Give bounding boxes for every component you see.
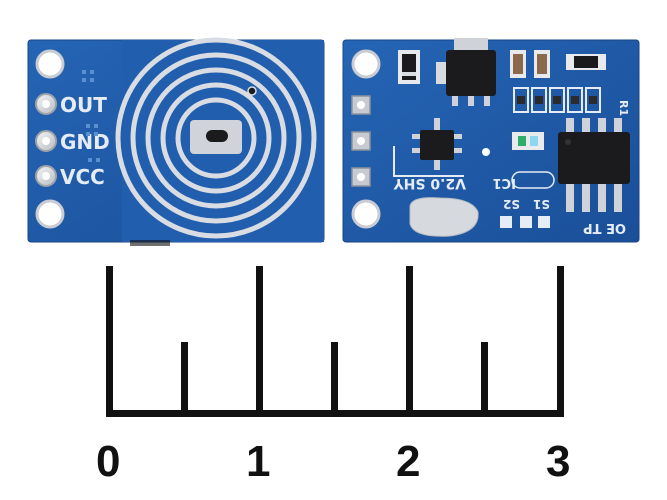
sop8-chip xyxy=(558,118,630,212)
touch-sensor-center xyxy=(190,120,242,154)
pad-out xyxy=(35,93,57,115)
silk-ic1: IC1 xyxy=(493,175,516,190)
transistor xyxy=(446,38,496,106)
left-touch-board: OUT GND VCC xyxy=(27,37,325,246)
silk-oe-tp: OE TP xyxy=(583,220,626,235)
mounting-hole xyxy=(351,199,381,229)
pad-gnd xyxy=(35,130,57,152)
touch-ic xyxy=(412,118,462,170)
right-component-board: R1 xyxy=(342,38,640,243)
silk-s1: S1 xyxy=(533,197,550,211)
resistor-array-fill xyxy=(517,96,597,104)
silk-r1: R1 xyxy=(617,100,630,116)
scale-ruler xyxy=(106,266,564,417)
mounting-hole xyxy=(35,49,65,79)
pad-label-out: OUT xyxy=(60,93,107,117)
diode xyxy=(398,50,420,84)
pad-label-gnd: GND xyxy=(60,130,110,154)
via-dot xyxy=(482,148,490,156)
silk-version: V2.0 SHY xyxy=(393,175,466,191)
jumper-pads xyxy=(500,216,550,228)
touch-sensor-rings xyxy=(115,37,317,239)
mounting-hole xyxy=(351,49,381,79)
resistor-array xyxy=(513,87,601,113)
led xyxy=(512,132,544,150)
pad-label-vcc: VCC xyxy=(60,165,105,189)
ruler-label-1: 1 xyxy=(246,437,271,486)
ic1-outline xyxy=(511,171,555,189)
solder-blob xyxy=(409,197,479,237)
via-dot xyxy=(247,86,257,96)
ruler-label-3: 3 xyxy=(546,437,571,486)
capacitor-row xyxy=(510,50,606,78)
via-cluster xyxy=(82,70,100,162)
pad-vcc xyxy=(35,165,57,187)
header-pads xyxy=(351,95,371,187)
ruler-label-0: 0 xyxy=(96,437,121,486)
mounting-hole xyxy=(35,199,65,229)
ruler-label-2: 2 xyxy=(396,437,421,486)
silk-outline xyxy=(393,146,464,177)
silk-s2: S2 xyxy=(503,197,520,211)
